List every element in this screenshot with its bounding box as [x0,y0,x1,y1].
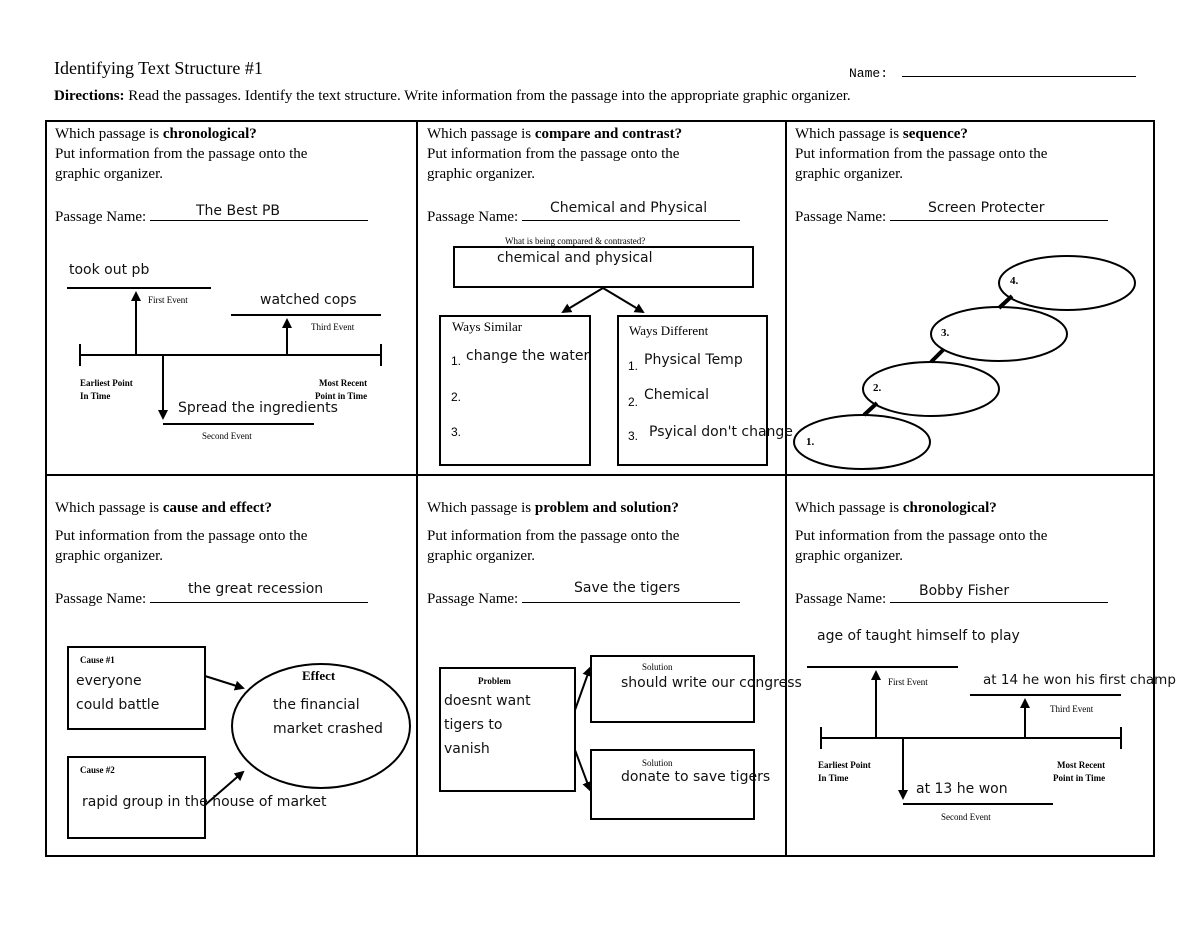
second-event-label: Second Event [202,431,252,441]
first-event-answer: age of taught himself to play [817,628,1020,644]
passage-name-answer: Chemical and Physical [550,200,708,216]
solution-1-answer: should write our congress [621,675,802,691]
compare-contrast-diagram [439,246,768,466]
problem-solution-diagram [439,655,755,820]
grid-lines [45,120,1155,857]
passage-name-field[interactable] [889,206,1108,221]
passage-name-field[interactable] [521,206,740,221]
passage-name-answer: Bobby Fisher [919,583,1010,599]
third-event-answer: watched cops [260,292,357,308]
different-answer-2: Chemical [644,387,709,403]
sequence-diagram [793,255,1136,470]
panel2-question: Which passage is compare and contrast? P… [427,126,683,182]
panel6-question: Which passage is chronological? [795,500,997,516]
directions: Directions: Read the passages. Identify … [54,88,851,104]
effect-answer: the financial market crashed [273,697,383,737]
panel1-passage-name: Passage Name: [55,206,368,227]
problem-answer: doesnt want tigers to vanish [444,693,531,757]
panel3-question: Which passage is sequence? Put informati… [795,126,1048,182]
first-event-label: First Event [148,295,188,305]
most-recent-label: Most Recent Point in Time [1053,760,1106,783]
passage-name-field[interactable] [149,206,368,221]
solution-2-answer: donate to save tigers [621,769,771,785]
passage-name-field[interactable] [149,588,368,603]
second-event-label: Second Event [941,812,991,822]
different-answer-3: Psyical don't change [649,424,793,440]
similar-num-2: 2. [451,390,462,404]
different-num-2: 2. [628,395,639,409]
earliest-point-label: Earliest Point In Time [80,378,133,401]
first-event-label: First Event [888,677,928,687]
cause-2-label: Cause #2 [80,765,115,775]
passage-name-answer: Save the tigers [574,580,681,596]
ways-different-label: Ways Different [629,323,709,338]
compared-label: What is being compared & contrasted? [505,236,646,246]
cause-2-answer: rapid group in the house of market [82,794,327,810]
different-num-3: 3. [628,429,639,443]
passage-name-field[interactable] [521,588,740,603]
step-3-label: 3. [941,327,950,339]
third-event-label: Third Event [311,322,355,332]
timeline-diagram-1 [67,287,382,425]
cause-1-answer: everyone could battle [76,673,160,713]
panel6-passage-name: Passage Name: [795,588,1108,609]
name-label: Name: [849,62,1136,81]
third-event-answer: at 14 he won his first champ [983,672,1176,688]
panel5-question: Which passage is problem and solution? [427,500,679,516]
passage-name-field[interactable] [889,588,1108,603]
earliest-point-label: Earliest Point In Time [818,760,871,783]
panel1-question: Which passage is chronological? Put info… [55,126,308,182]
panel4-instructions: Put information from the passage onto th… [55,528,308,564]
solution-2-label: Solution [642,758,673,768]
panel5-instructions: Put information from the passage onto th… [427,528,680,564]
panel5-passage-name: Passage Name: [427,588,740,609]
panel4-question: Which passage is cause and effect? [55,500,273,516]
different-answer-1: Physical Temp [644,352,743,368]
name-field-line[interactable] [901,62,1136,77]
similar-num-3: 3. [451,425,462,439]
most-recent-label: Most Recent Point in Time [315,378,368,401]
solution-1-label: Solution [642,662,673,672]
similar-num-1: 1. [451,354,462,368]
cause-effect-diagram [67,646,411,839]
panel3-passage-name: Passage Name: [795,206,1108,227]
problem-label: Problem [478,676,511,686]
compared-answer: chemical and physical [497,250,653,266]
panel4-passage-name: Passage Name: [55,588,368,609]
step-1-label: 1. [806,436,815,448]
cause-1-label: Cause #1 [80,655,115,665]
third-event-label: Third Event [1050,704,1094,714]
first-event-answer: took out pb [69,262,150,278]
step-2-label: 2. [873,382,882,394]
panel6-instructions: Put information from the passage onto th… [795,528,1048,564]
similar-answer-1: change the water [466,348,590,364]
second-event-answer: Spread the ingredients [178,400,338,416]
effect-label: Effect [302,668,336,683]
different-num-1: 1. [628,359,639,373]
passage-name-answer: The Best PB [196,203,280,219]
passage-name-answer: Screen Protecter [928,200,1045,216]
worksheet-title: Identifying Text Structure #1 [54,58,263,78]
passage-name-answer: the great recession [188,581,324,597]
step-4-label: 4. [1010,275,1019,287]
ways-similar-label: Ways Similar [452,319,523,334]
second-event-answer: at 13 he won [916,781,1008,797]
panel2-passage-name: Passage Name: [427,206,740,227]
timeline-diagram-2 [807,666,1122,805]
